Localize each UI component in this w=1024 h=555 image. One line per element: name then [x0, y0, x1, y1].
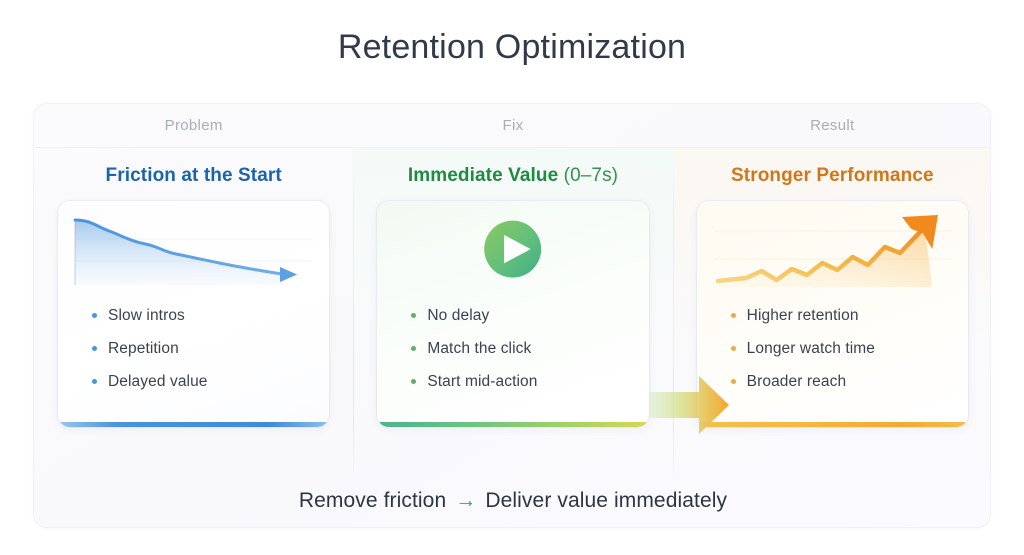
list-item: Match the click [411, 332, 636, 365]
panel-accent-bar-result [696, 422, 968, 427]
bullet-label: Delayed value [108, 372, 208, 390]
list-item: Higher retention [730, 299, 956, 332]
column-title-fix-text: Immediate Value [407, 165, 559, 186]
column-header-problem: Problem [164, 117, 223, 134]
panel-accent-bar-fix [377, 422, 649, 427]
column-problem: Friction at the Start [34, 148, 353, 483]
bullet-label: Longer watch time [746, 339, 876, 357]
retention-board: Problem Fix Result Friction at the Start [33, 103, 991, 528]
column-header-fix: Fix [502, 117, 524, 134]
bullet-list-fix: No delay Match the click Start mid-actio… [411, 299, 636, 398]
column-header-row: Problem Fix Result [34, 104, 990, 148]
column-title-fix: Immediate Value (0–7s) [369, 148, 656, 187]
panel-accent-bar-problem [58, 422, 330, 427]
bullet-label: Higher retention [746, 306, 859, 324]
panel-problem: Slow intros Repetition Delayed value [58, 201, 330, 427]
bullet-label: Start mid-action [427, 372, 538, 390]
rising-arrow-chart-icon [697, 201, 968, 301]
list-item: Slow intros [92, 299, 317, 332]
list-item: Repetition [92, 332, 317, 365]
column-title-problem: Friction at the Start [50, 148, 337, 187]
list-item: Longer watch time [730, 332, 956, 365]
bullet-dot-icon [92, 313, 97, 318]
column-title-result-text: Stronger Performance [731, 165, 934, 186]
bullet-dot-icon [411, 313, 417, 318]
bullet-label: Match the click [427, 339, 532, 357]
footer-arrow-icon: → [455, 489, 477, 512]
play-button-icon [377, 201, 648, 301]
column-header-result: Result [810, 117, 855, 134]
list-item: Delayed value [92, 365, 317, 398]
bullet-label: Slow intros [108, 306, 185, 324]
bullet-dot-icon [730, 313, 736, 318]
list-item: No delay [411, 299, 636, 332]
bullet-label: No delay [427, 306, 490, 324]
bullet-list-result: Higher retention Longer watch time Broad… [730, 299, 956, 398]
bullet-dot-icon [411, 379, 417, 384]
bullet-list-problem: Slow intros Repetition Delayed value [92, 299, 317, 398]
bullet-dot-icon [730, 379, 736, 384]
bullet-dot-icon [730, 346, 736, 351]
footer-summary: Remove friction → Deliver value immediatel… [34, 489, 990, 513]
bullet-dot-icon [411, 346, 417, 351]
declining-line-chart-icon [58, 201, 329, 301]
column-title-result: Stronger Performance [689, 148, 976, 187]
list-item: Start mid-action [411, 365, 636, 398]
panel-result: Higher retention Longer watch time Broad… [696, 201, 968, 427]
column-title-problem-text: Friction at the Start [105, 165, 282, 186]
bullet-label: Repetition [108, 339, 179, 357]
bullet-dot-icon [92, 346, 97, 351]
column-result: Stronger Performance [672, 148, 990, 483]
columns-container: Friction at the Start [34, 148, 990, 483]
column-title-fix-suffix: (0–7s) [558, 165, 619, 186]
column-fix: Immediate Value (0–7s) [353, 148, 673, 483]
footer-left-text: Remove friction [298, 489, 447, 512]
bullet-label: Broader reach [746, 372, 847, 390]
list-item: Broader reach [730, 365, 956, 398]
panel-fix: No delay Match the click Start mid-actio… [377, 201, 649, 427]
footer-right-text: Deliver value immediately [485, 489, 728, 512]
bullet-dot-icon [92, 379, 97, 384]
page-title: Retention Optimization [337, 28, 687, 66]
